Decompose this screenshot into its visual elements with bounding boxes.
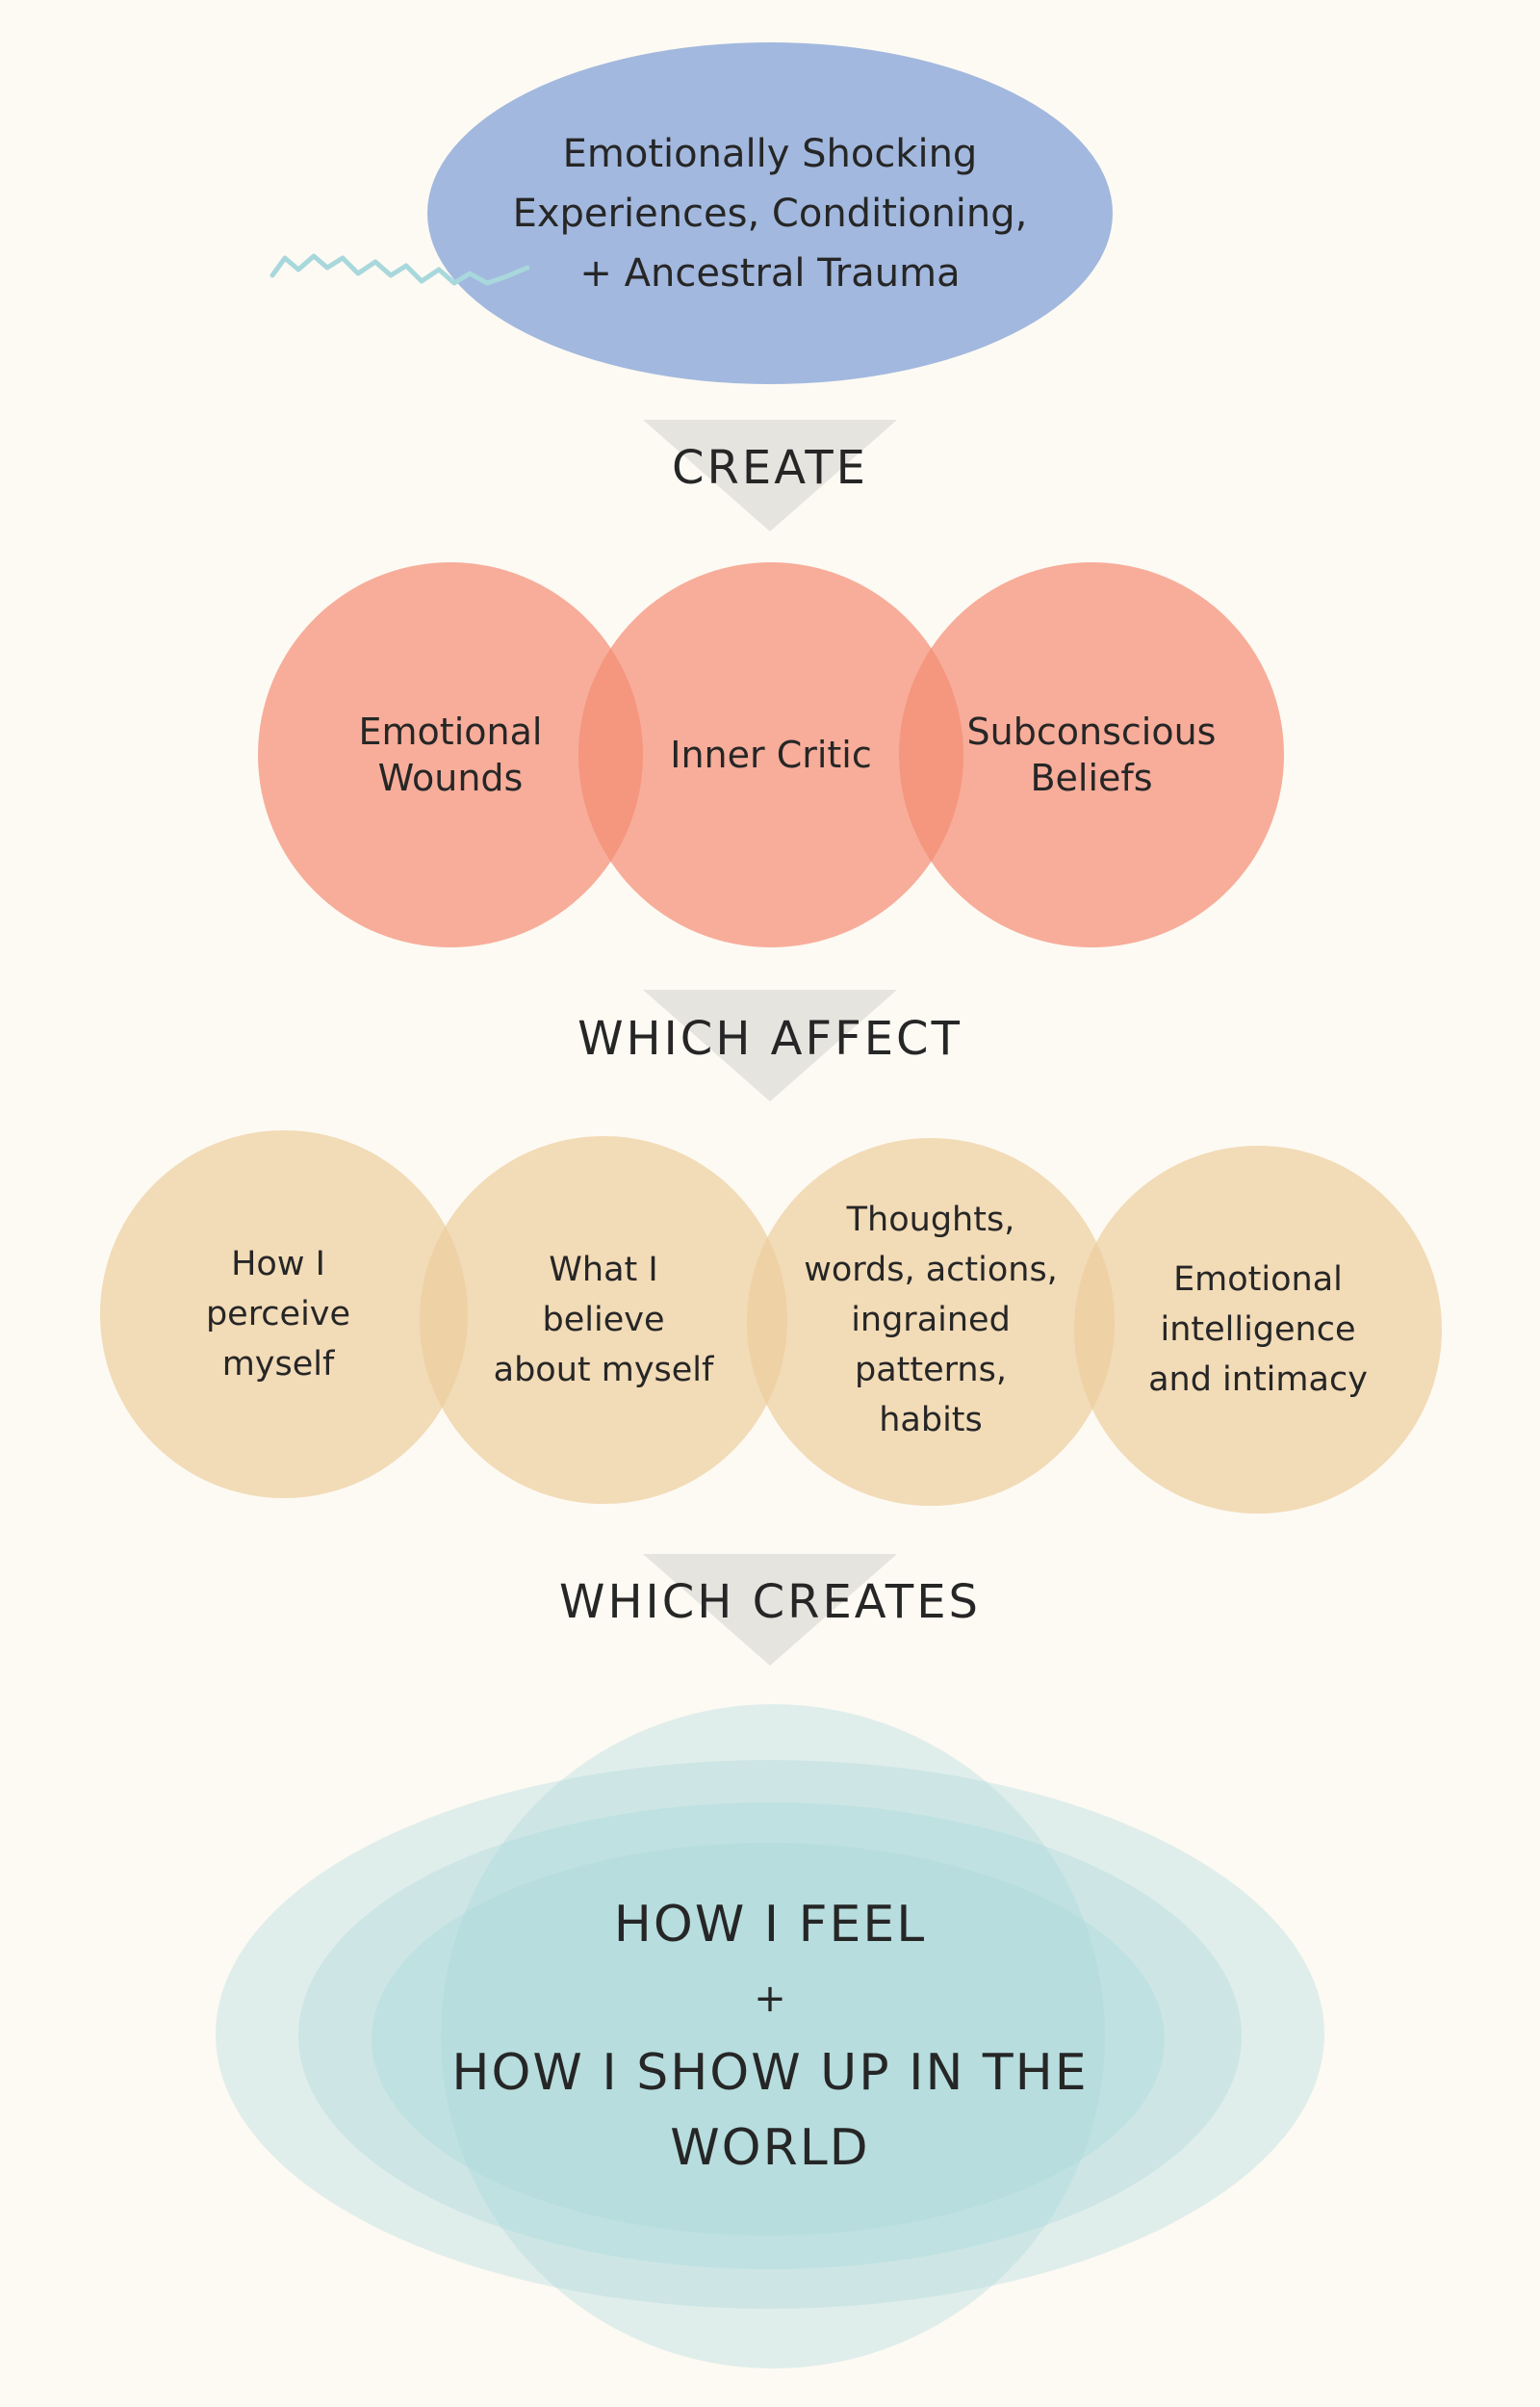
which-creates-arrow — [643, 1554, 897, 1666]
outer-ring — [216, 1760, 1324, 2309]
believe-about-myself-label: What I believe about myself — [493, 1251, 714, 1389]
squiggle-icon — [270, 253, 529, 286]
top-oval-text: Emotionally Shocking Experiences, Condit… — [512, 131, 1028, 296]
connector-which-affect-label: WHICH AFFECT — [578, 1012, 962, 1066]
how-i-show-up-text: HOW I SHOW UP IN THE WORLD — [451, 2044, 1089, 2177]
create-arrow — [643, 420, 897, 531]
thoughts-habits-circle — [747, 1138, 1115, 1506]
subconscious-beliefs-label: Subconscious Beliefs — [966, 711, 1217, 799]
connector-create-label: CREATE — [672, 441, 868, 495]
emotional-wounds-label: Emotional Wounds — [358, 711, 543, 799]
inner-ring — [372, 1843, 1165, 2236]
perceive-myself-circle — [100, 1130, 468, 1498]
inner-critic-label: Inner Critic — [670, 734, 872, 776]
top-oval — [427, 42, 1113, 384]
emotional-intelligence-circle — [1074, 1146, 1442, 1514]
center-circle — [441, 1704, 1105, 2368]
how-i-feel-text: HOW I FEEL — [613, 1896, 927, 1954]
thoughts-habits-label: Thoughts, words, actions, ingrained patt… — [804, 1201, 1058, 1439]
perceive-myself-label: How I perceive myself — [205, 1245, 351, 1384]
plus-sign: + — [754, 1977, 786, 2021]
emotional-intelligence-label: Emotional intelligence and intimacy — [1148, 1260, 1368, 1399]
connector-which-creates-label: WHICH CREATES — [559, 1575, 981, 1629]
middle-ring — [298, 1802, 1242, 2269]
subconscious-beliefs-circle — [899, 562, 1284, 947]
which-affect-arrow — [643, 990, 897, 1101]
believe-about-myself-circle — [420, 1136, 787, 1504]
